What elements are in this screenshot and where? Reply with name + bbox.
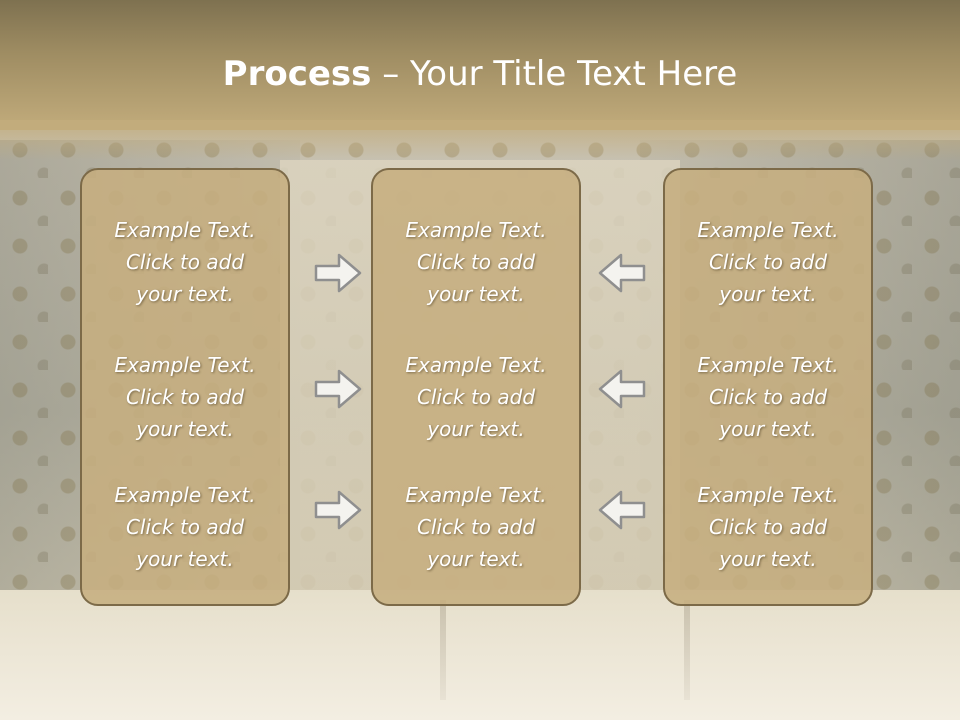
text-line: Example Text. xyxy=(697,218,839,242)
text-line: Example Text. xyxy=(697,483,839,507)
arrow-right-icon[interactable] xyxy=(313,488,363,532)
text-line: your text. xyxy=(719,282,817,306)
panel-text-block[interactable]: Example Text. Click to add your text. xyxy=(82,349,288,445)
panel-text-block[interactable]: Example Text. Click to add your text. xyxy=(82,479,288,575)
text-line: Click to add xyxy=(708,250,828,274)
panel-text-block[interactable]: Example Text. Click to add your text. xyxy=(665,349,871,445)
text-line: Click to add xyxy=(125,385,245,409)
text-line: your text. xyxy=(136,547,234,571)
text-line: Click to add xyxy=(416,515,536,539)
text-line: Click to add xyxy=(125,250,245,274)
text-line: Example Text. xyxy=(697,353,839,377)
panel-text-block[interactable]: Example Text. Click to add your text. xyxy=(665,479,871,575)
text-line: your text. xyxy=(136,417,234,441)
panel-text-block[interactable]: Example Text. Click to add your text. xyxy=(82,214,288,310)
background-chair-leg xyxy=(440,600,446,700)
process-panel-left[interactable]: Example Text. Click to add your text. Ex… xyxy=(80,168,290,606)
text-line: Click to add xyxy=(416,250,536,274)
text-line: Example Text. xyxy=(114,483,256,507)
arrow-left-icon[interactable] xyxy=(597,251,647,295)
text-line: Example Text. xyxy=(114,218,256,242)
text-line: Example Text. xyxy=(405,218,547,242)
text-line: Click to add xyxy=(708,515,828,539)
title-rest: Your Title Text Here xyxy=(410,54,738,94)
panel-text-block[interactable]: Example Text. Click to add your text. xyxy=(373,349,579,445)
text-line: your text. xyxy=(427,282,525,306)
background-chair-leg xyxy=(684,600,690,700)
panel-text-block[interactable]: Example Text. Click to add your text. xyxy=(665,214,871,310)
slide-title[interactable]: Process – Your Title Text Here xyxy=(0,52,960,96)
title-bold: Process xyxy=(222,54,372,94)
text-line: Example Text. xyxy=(405,483,547,507)
text-line: Example Text. xyxy=(114,353,256,377)
process-panel-middle[interactable]: Example Text. Click to add your text. Ex… xyxy=(371,168,581,606)
text-line: Click to add xyxy=(708,385,828,409)
text-line: your text. xyxy=(719,547,817,571)
text-line: your text. xyxy=(136,282,234,306)
panel-text-block[interactable]: Example Text. Click to add your text. xyxy=(373,214,579,310)
header-fade xyxy=(0,120,960,160)
title-dash: – xyxy=(371,54,411,94)
panel-text-block[interactable]: Example Text. Click to add your text. xyxy=(373,479,579,575)
text-line: your text. xyxy=(719,417,817,441)
text-line: Click to add xyxy=(125,515,245,539)
process-panel-right[interactable]: Example Text. Click to add your text. Ex… xyxy=(663,168,873,606)
header-band xyxy=(0,0,960,130)
text-line: Example Text. xyxy=(405,353,547,377)
background-floor xyxy=(0,590,960,720)
arrow-right-icon[interactable] xyxy=(313,367,363,411)
arrow-left-icon[interactable] xyxy=(597,367,647,411)
arrow-right-icon[interactable] xyxy=(313,251,363,295)
text-line: Click to add xyxy=(416,385,536,409)
text-line: your text. xyxy=(427,547,525,571)
arrow-left-icon[interactable] xyxy=(597,488,647,532)
text-line: your text. xyxy=(427,417,525,441)
